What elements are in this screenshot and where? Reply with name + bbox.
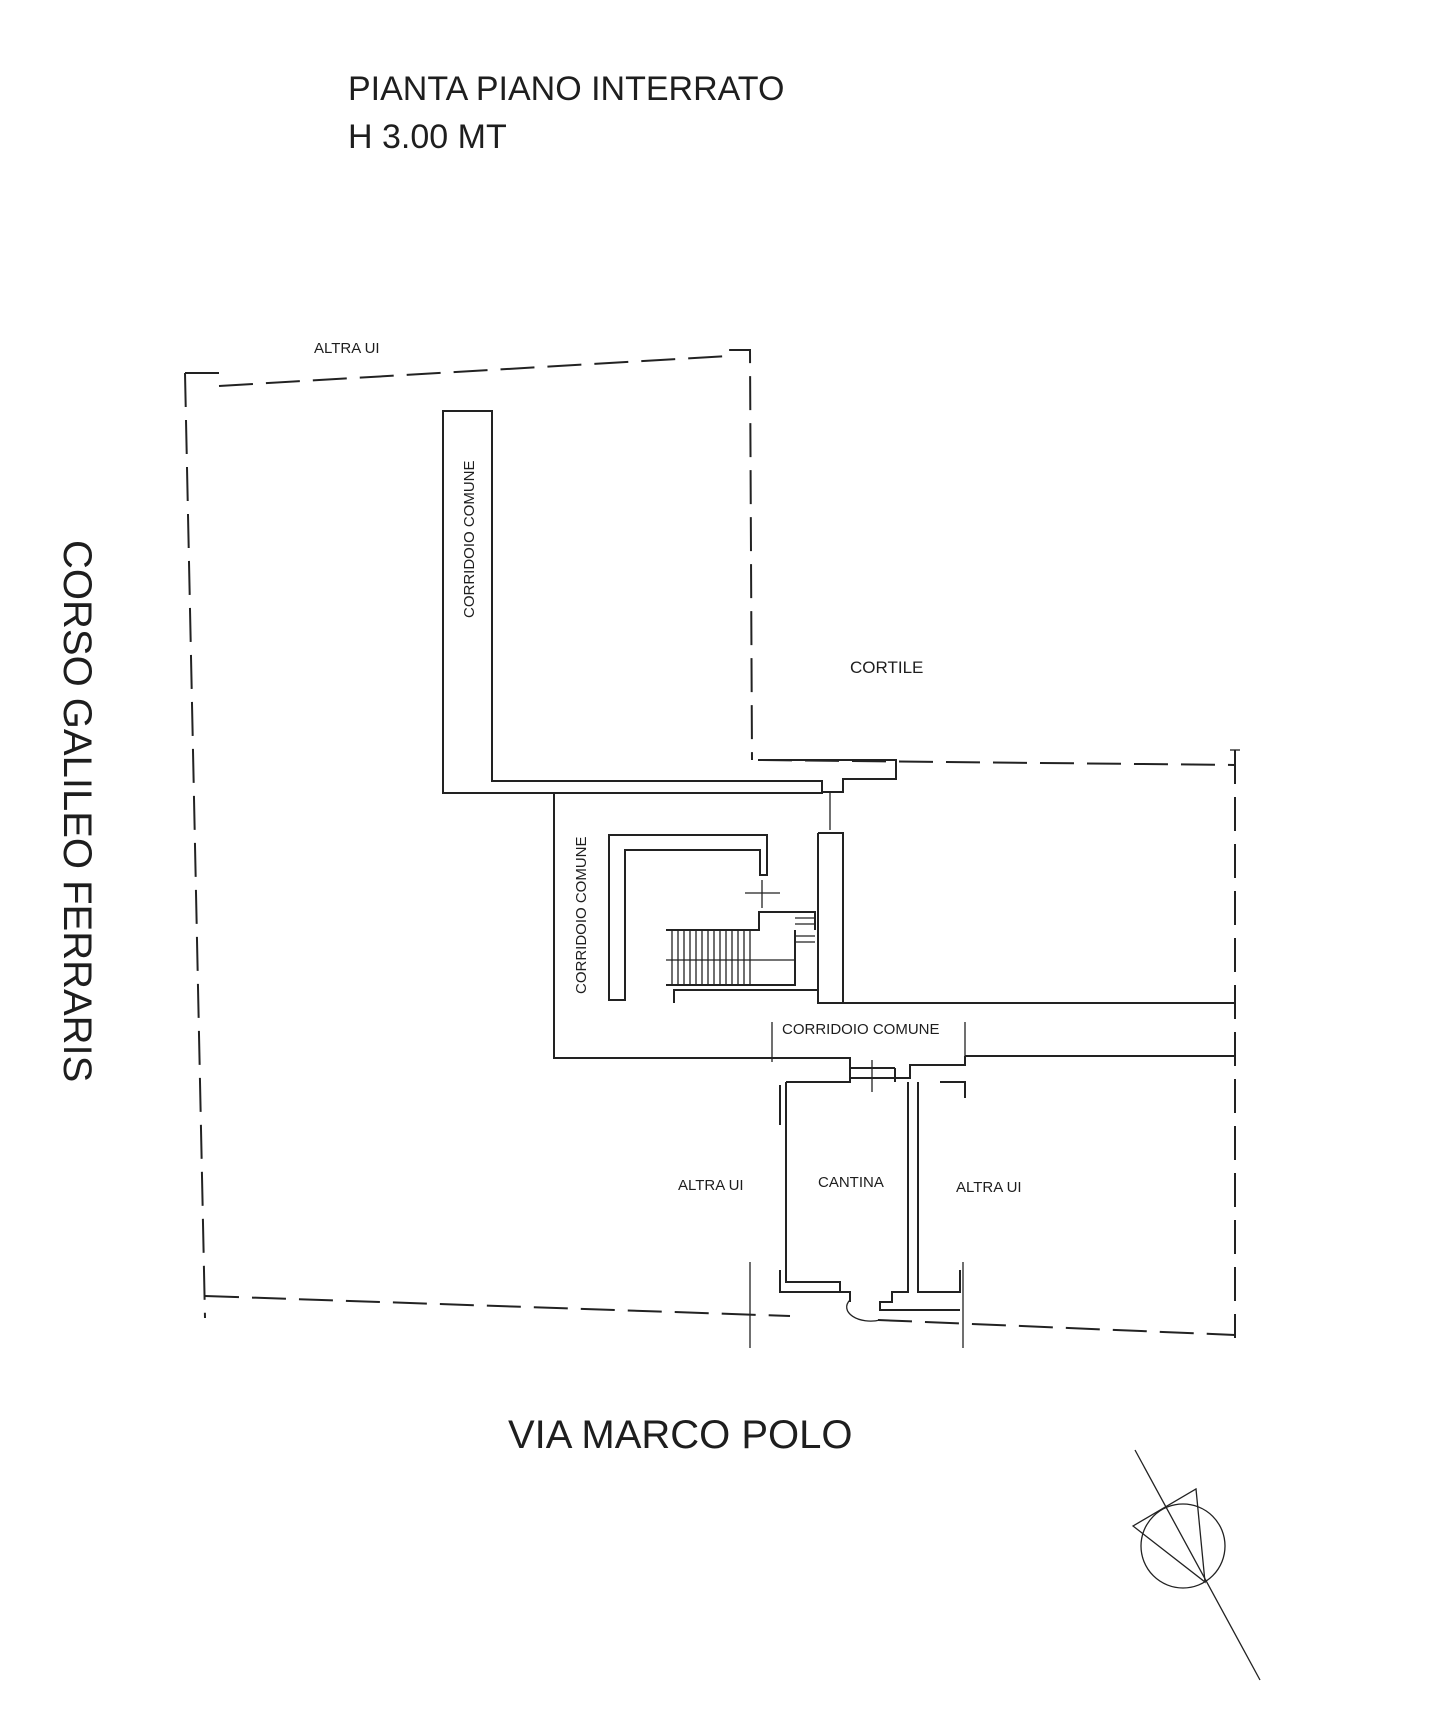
cortile-junction <box>758 759 897 830</box>
street-label-bottom: VIA MARCO POLO <box>508 1413 853 1457</box>
label-cantina: CANTINA <box>818 1174 884 1191</box>
cellar-units <box>779 1060 966 1322</box>
staircase <box>608 834 818 1003</box>
street-label-left: CORSO GALILEO FERRARIS <box>55 540 99 1082</box>
label-corridoio-horizontal: CORRIDOIO COMUNE <box>782 1021 940 1038</box>
corridor-system <box>553 793 1235 1079</box>
label-altra-ui-right: ALTRA UI <box>956 1179 1022 1196</box>
stair-treads <box>666 917 815 985</box>
label-altra-ui-top: ALTRA UI <box>314 340 380 357</box>
label-corridoio-vertical-2: CORRIDOIO COMUNE <box>573 837 590 995</box>
plan-title: PIANTA PIANO INTERRATO <box>348 70 784 108</box>
building-outline <box>184 349 1240 1348</box>
corridor-vertical-1 <box>442 410 823 794</box>
plan-height: H 3.00 MT <box>348 118 507 156</box>
north-arrow-icon <box>1131 1449 1261 1681</box>
label-corridoio-vertical-1: CORRIDOIO COMUNE <box>461 461 478 619</box>
label-cortile: CORTILE <box>850 658 923 677</box>
label-altra-ui-left: ALTRA UI <box>678 1177 744 1194</box>
